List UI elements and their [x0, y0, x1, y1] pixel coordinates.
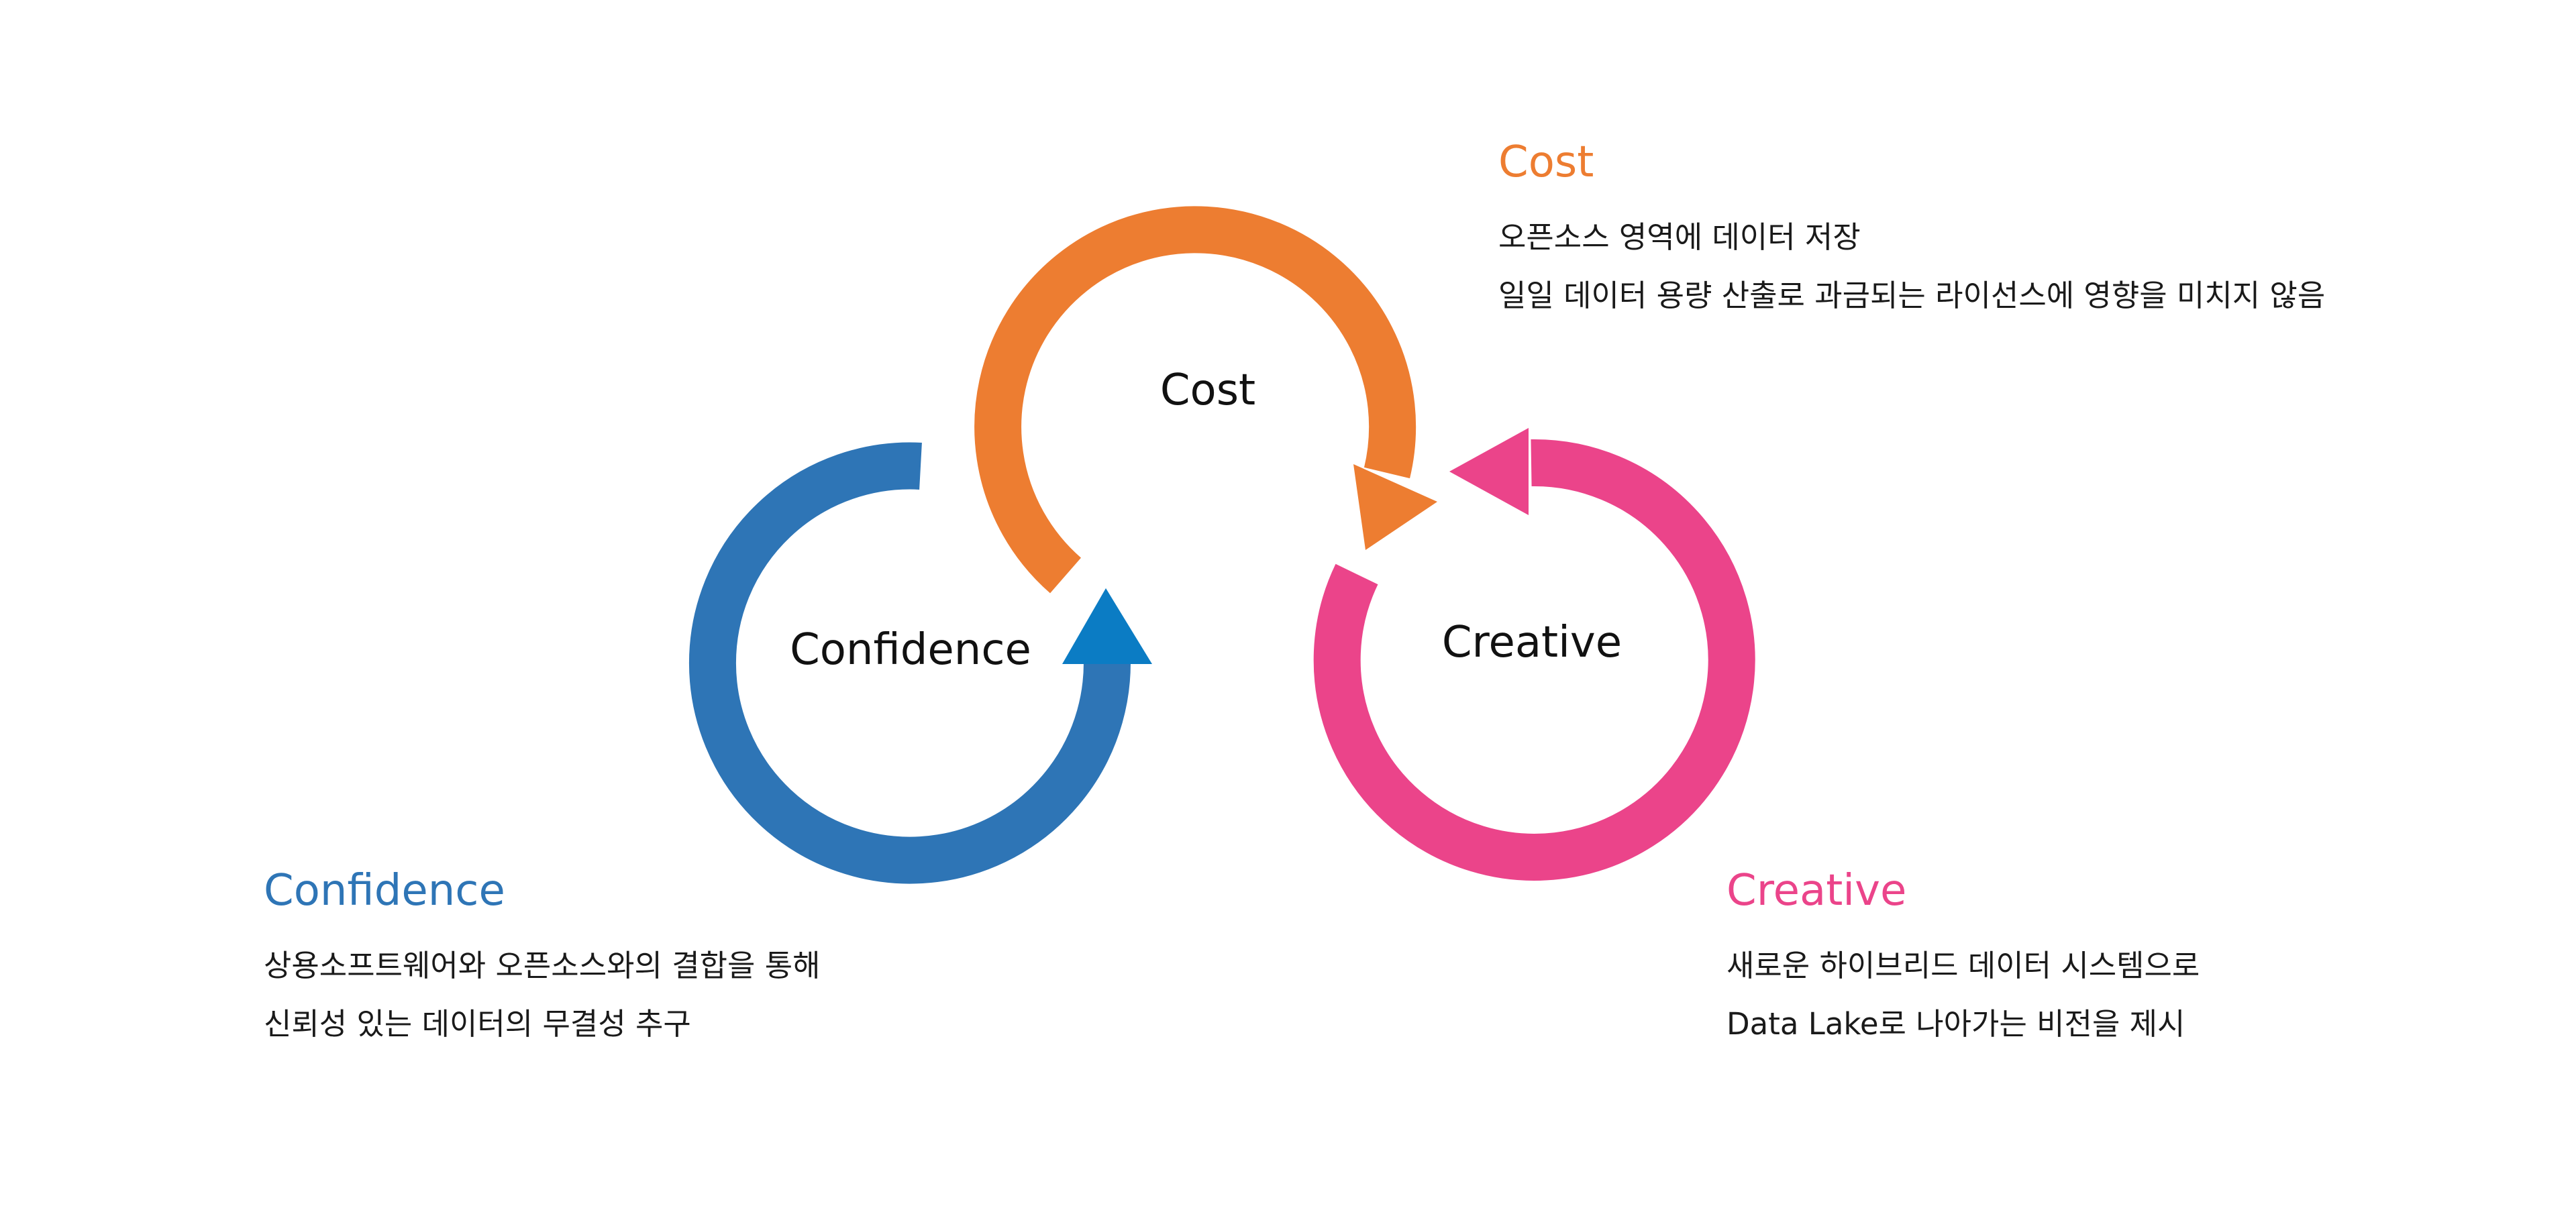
confidence-line-2: 신뢰성 있는 데이터의 무결성 추구 — [264, 1006, 691, 1042]
confidence-title: Confidence — [264, 866, 505, 916]
creative-arrow-head — [1449, 428, 1529, 515]
cost-arrow-head — [1353, 464, 1437, 550]
creative-ring — [1313, 439, 1755, 881]
cost-ring-label: Cost — [1160, 366, 1255, 415]
confidence-arrow-head — [1062, 588, 1152, 664]
creative-ring-label: Creative — [1442, 618, 1622, 667]
cost-line-1: 오픈소스 영역에 데이터 저장 — [1498, 219, 1861, 255]
confidence-description: Confidence 상용소프트웨어와 오픈소스와의 결합을 통해 신뢰성 있는… — [264, 869, 821, 1053]
creative-line-1: 새로운 하이브리드 데이터 시스템으로 — [1727, 948, 2200, 983]
creative-title: Creative — [1727, 866, 1907, 916]
cost-ring — [974, 206, 1416, 594]
confidence-line-1: 상용소프트웨어와 오픈소스와의 결합을 통해 — [264, 948, 821, 983]
creative-description: Creative 새로운 하이브리드 데이터 시스템으로 Data Lake로 … — [1727, 869, 2200, 1053]
confidence-ring-label: Confidence — [790, 625, 1031, 675]
confidence-ring — [688, 442, 1131, 884]
cost-description: Cost 오픈소스 영역에 데이터 저장 일일 데이터 용량 산출로 과금되는 … — [1498, 141, 2325, 325]
cost-line-2: 일일 데이터 용량 산출로 과금되는 라이선스에 영향을 미치지 않음 — [1498, 278, 2326, 313]
cost-title: Cost — [1498, 138, 1594, 187]
creative-line-2: Data Lake로 나아가는 비전을 제시 — [1727, 1006, 2185, 1042]
